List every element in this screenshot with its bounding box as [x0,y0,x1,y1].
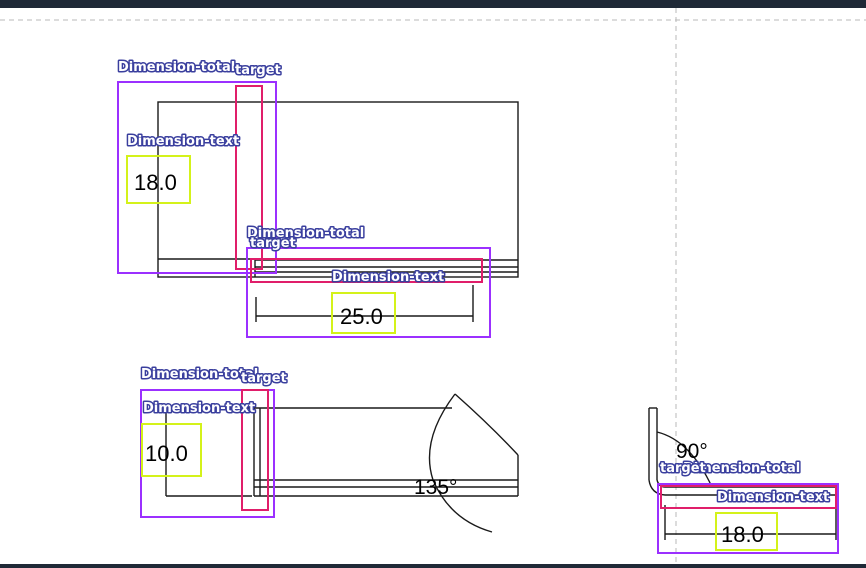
page-divider [0,8,866,564]
top-view-drawing [157,101,519,322]
target-label: target [660,461,706,476]
dimension-value: 10.0 [145,441,188,466]
dimension-value: 25.0 [340,304,383,329]
dimension-total-label: Dimension-total [118,60,235,75]
dimension-value: 18.0 [721,522,764,547]
bend-curve [648,479,666,496]
annotation-labels: Dimension-total target Dimension-text Di… [117,59,831,507]
front-view-drawing [165,393,519,533]
target-box [250,258,483,283]
target-box [235,85,263,270]
dimension-total-label: Dimension-total [247,226,364,241]
dimension-text-box [715,512,778,551]
angle-value: 90° [676,440,708,463]
target-label: target [235,63,281,78]
dimension-text-label: Dimension-text [143,401,255,416]
window-top-bar [0,0,866,8]
dimension-total-box [117,81,277,274]
target-box [241,389,269,511]
target-label: target [250,236,296,251]
angle-arc [428,393,493,533]
dimension-text-box [331,292,396,334]
dimension-value: 18.0 [134,170,177,195]
dimension-text-label: Dimension-text [332,270,444,285]
dimension-text-box [141,423,202,477]
target-label: target [241,371,287,386]
angle-arc [656,431,713,488]
plate-outline [157,101,519,278]
dimension-total-label: Dimension-total [683,461,800,476]
angle-arc [454,393,519,456]
target-box [660,485,837,509]
dimension-text-box [126,155,191,204]
angle-value: 135° [414,476,457,499]
dimension-total-box [657,483,839,554]
window-bottom-edge [0,564,866,568]
dimension-total-box [246,247,491,338]
dimension-text-label: Dimension-text [127,134,239,149]
dimension-text-label: Dimension-text [717,490,829,505]
dimension-total-label: Dimension-total [141,367,258,382]
